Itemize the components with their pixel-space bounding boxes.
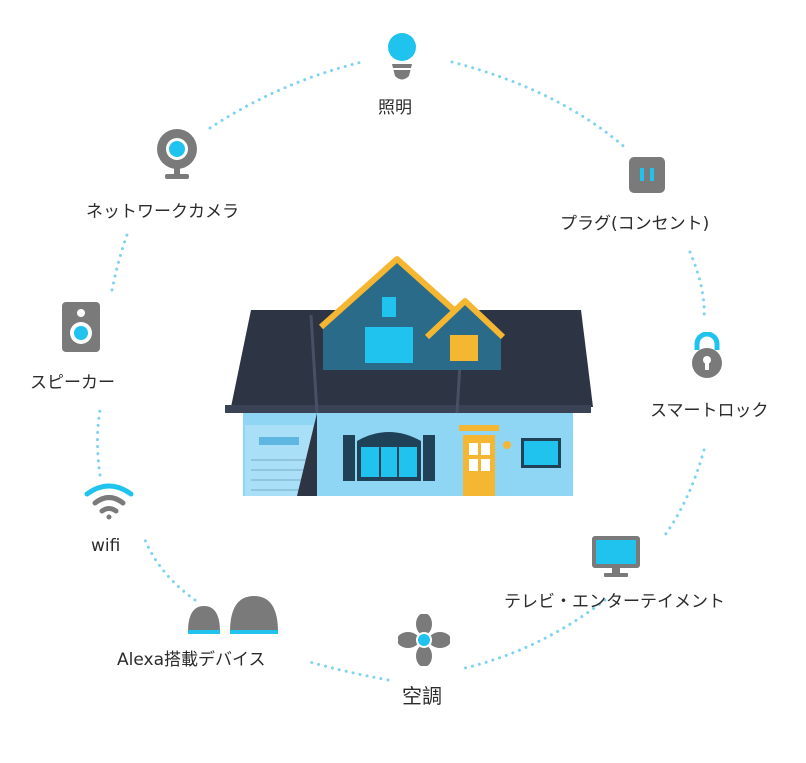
dormer-window-large [365, 327, 413, 363]
label-tv: テレビ・エンターテイメント [504, 592, 725, 612]
speaker-icon [62, 302, 100, 352]
ring-arc-lighting-plug [450, 60, 630, 152]
ring-arc-camera-lighting [208, 60, 364, 130]
shutter-right [423, 435, 435, 481]
smart-speaker-icon [188, 596, 278, 634]
label-wifi: wifi [91, 536, 121, 556]
house-illustration [225, 256, 593, 496]
label-plug: プラグ(コンセント) [560, 214, 710, 234]
plug-outlet-icon [629, 157, 665, 193]
padlock-icon [692, 332, 722, 378]
door-canopy [459, 425, 499, 431]
label-lighting: 照明 [378, 98, 412, 118]
porch-light [503, 441, 511, 449]
ring-arc-wifi-speaker [96, 408, 102, 477]
roof-edge [225, 405, 591, 413]
ring-arc-tv-aircon [463, 598, 607, 670]
ring-arc-plug-lock [688, 250, 706, 320]
dormer-window-small [450, 335, 478, 361]
shutter-left [343, 435, 355, 481]
fan-icon [398, 614, 450, 666]
wifi-icon [84, 483, 134, 520]
ring-arc-lock-tv [663, 448, 706, 537]
dormer-vent [382, 297, 396, 317]
label-speaker: スピーカー [30, 373, 115, 393]
label-smart-lock: スマートロック [650, 401, 769, 421]
label-network-camera: ネットワークカメラ [86, 202, 239, 222]
garage-window [259, 437, 299, 445]
front-door [463, 435, 495, 496]
tv-monitor-icon [592, 536, 640, 577]
network-camera-icon [157, 129, 197, 179]
label-aircon: 空調 [402, 684, 442, 708]
ring-arc-speaker-camera [110, 230, 130, 292]
light-bulb-icon [388, 33, 416, 80]
label-alexa: Alexa搭載デバイス [117, 650, 266, 670]
ring-arc-aircon-alexa [308, 660, 390, 682]
wall-shadow [297, 413, 317, 496]
ring-arc-alexa-wifi [143, 538, 197, 602]
